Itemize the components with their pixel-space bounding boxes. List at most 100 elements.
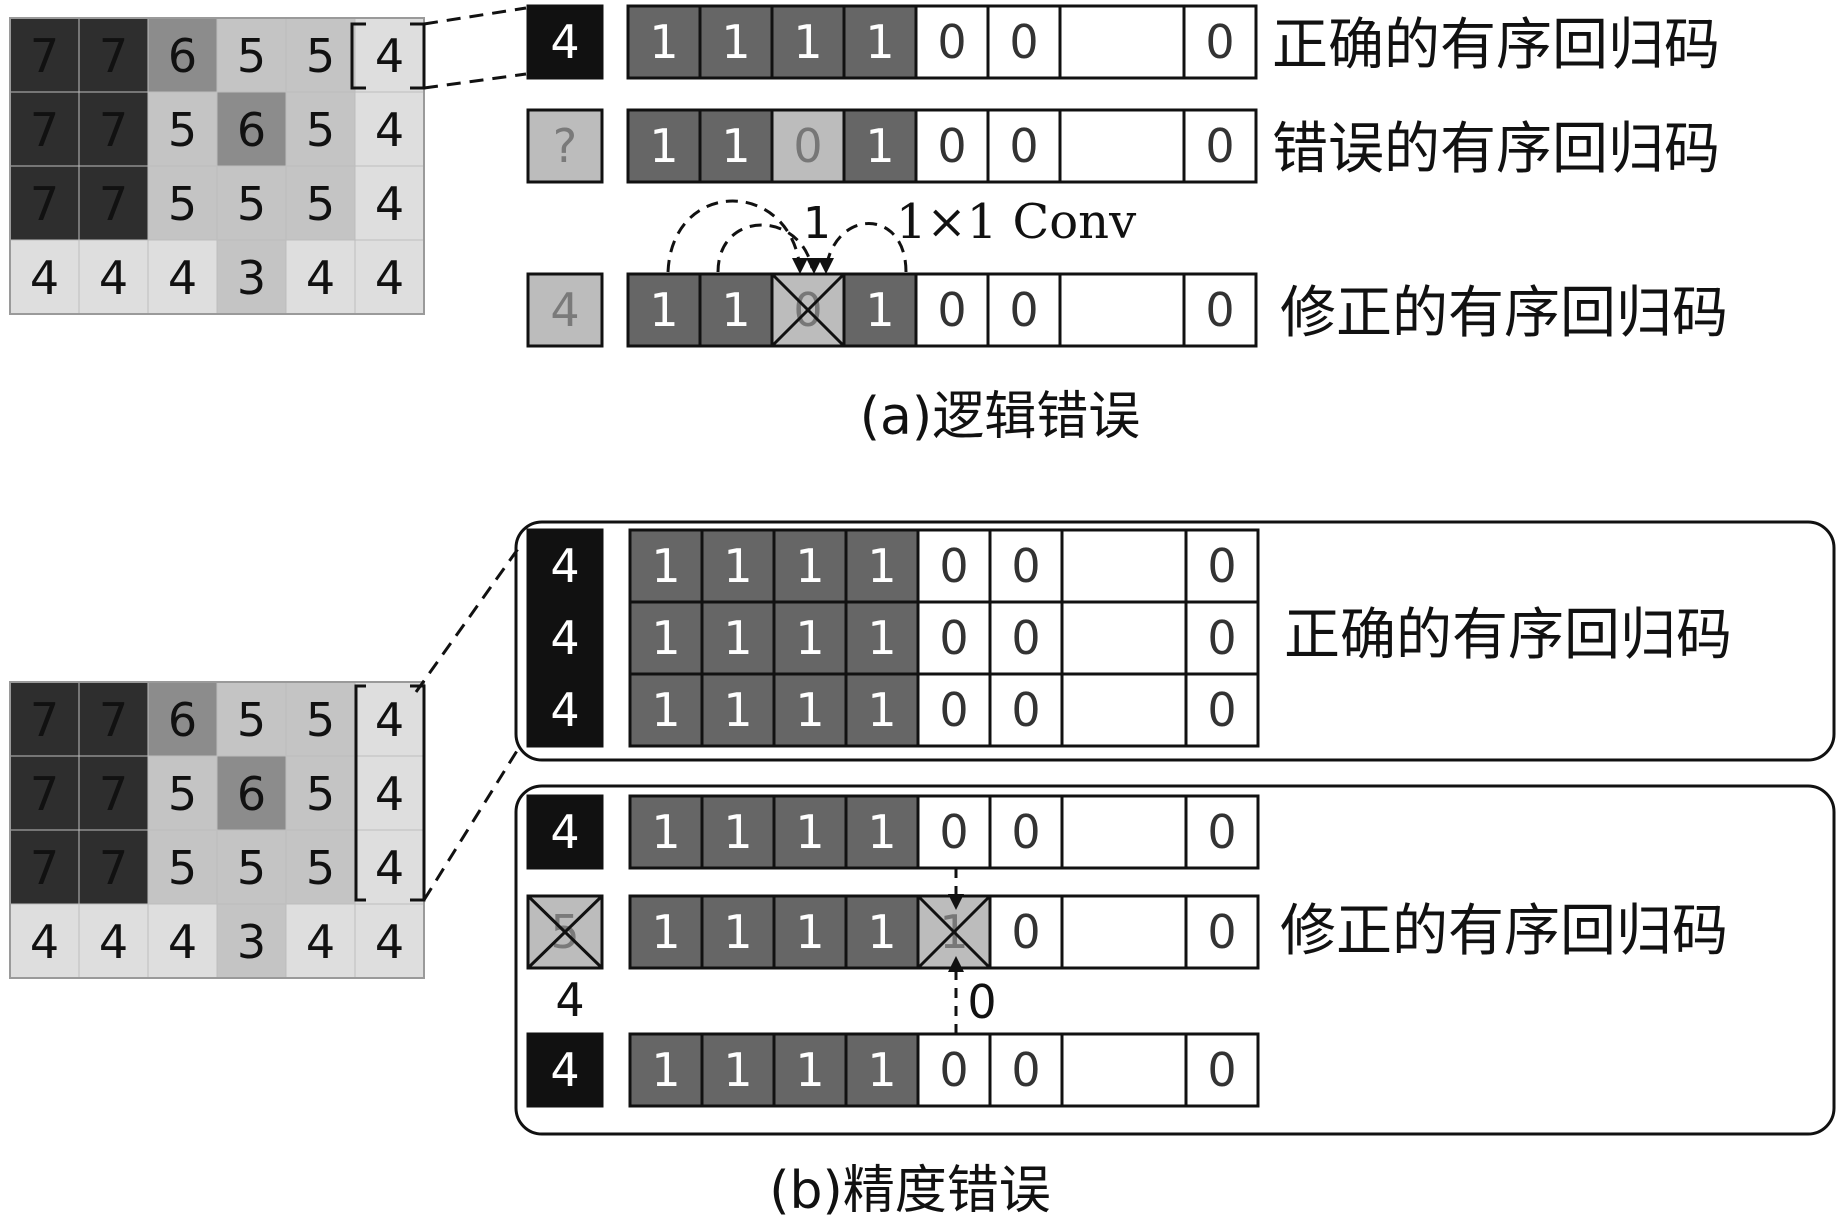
grid-cell	[354, 165, 425, 241]
code-bit-value: 1	[867, 539, 896, 593]
code-bit-value: 0	[1207, 1043, 1236, 1097]
code-bit-value: 0	[1205, 283, 1234, 337]
code-bit-value: 1	[723, 805, 752, 859]
code-bit	[986, 108, 1062, 184]
precision-arrow-zero-label: 0	[967, 975, 996, 1029]
code-bit-value: 1	[865, 119, 894, 173]
code-bit-value: 1	[793, 15, 822, 69]
code-bit-value: 0	[1205, 15, 1234, 69]
code-bit	[1182, 272, 1258, 348]
code-bit-value: 1	[723, 539, 752, 593]
code-bit-value: 0	[793, 119, 822, 173]
grid-cell-value: 4	[99, 915, 128, 969]
code-bit	[1184, 672, 1260, 748]
grid-cell-value: 7	[30, 29, 59, 83]
grid-cell-value: 5	[237, 693, 266, 747]
conv-arrows	[666, 199, 908, 273]
grid-cell-value: 4	[168, 915, 197, 969]
code-bit	[988, 528, 1064, 604]
code-bit	[988, 672, 1064, 748]
code-bit	[1058, 272, 1186, 348]
code-bit-value: 1	[649, 283, 678, 337]
code-bit-value: 1	[865, 283, 894, 337]
grid-cell	[78, 903, 149, 979]
depth-label-box	[526, 672, 604, 748]
depth-label: ?	[553, 119, 577, 173]
grid-cell-value: 3	[237, 251, 266, 305]
depth-label-box	[526, 108, 604, 184]
grid-cell-value: 7	[30, 103, 59, 157]
cross-mark	[770, 272, 846, 348]
grid-cell-value: 4	[306, 251, 335, 305]
code-bit-value: 1	[723, 905, 752, 959]
depth-label-box	[526, 528, 604, 604]
code-bit	[844, 672, 920, 748]
depth-label: 4	[550, 611, 579, 665]
grid-cell	[354, 17, 425, 93]
grid-cell	[354, 829, 425, 905]
code-bit	[1060, 794, 1188, 870]
code-bit-value: 1	[723, 683, 752, 737]
code-bit	[698, 272, 774, 348]
row-caption: 错误的有序回归码	[1272, 117, 1720, 182]
grid-cell	[285, 903, 356, 979]
code-bit	[1182, 4, 1258, 80]
grid-cell-value: 6	[168, 29, 197, 83]
code-bit-value: 1	[651, 905, 680, 959]
grid-cell-value: 5	[168, 841, 197, 895]
grid-cell-value: 5	[306, 177, 335, 231]
code-bit	[700, 600, 776, 676]
code-bit-value: 0	[937, 283, 966, 337]
zoom-line-a-top	[423, 6, 527, 26]
code-bit	[628, 1032, 704, 1108]
code-bit-value: 1	[867, 905, 896, 959]
code-bit	[916, 794, 992, 870]
code-bit	[1182, 108, 1258, 184]
code-bit-value: 0	[1011, 1043, 1040, 1097]
code-bit-value: 0	[1207, 905, 1236, 959]
depth-label-box	[526, 794, 604, 870]
code-bit	[914, 108, 990, 184]
grid-cell-value: 5	[306, 103, 335, 157]
conv-label: 1×1 Conv	[896, 194, 1136, 250]
grid-cell	[78, 829, 149, 905]
depth-label-box	[526, 1032, 604, 1108]
grid-cell-value: 7	[99, 29, 128, 83]
grid-cell-value: 4	[375, 29, 404, 83]
grid-cell-value: 4	[375, 251, 404, 305]
code-bit-value: 0	[1009, 283, 1038, 337]
code-bit-value: 0	[937, 119, 966, 173]
grid-cell-value: 5	[237, 29, 266, 83]
grid-cell-value: 4	[306, 915, 335, 969]
code-bit-value: 0	[939, 683, 968, 737]
depth-label: 4	[550, 15, 579, 69]
code-bit-value: 1	[867, 683, 896, 737]
cross-mark	[916, 894, 992, 970]
code-bit-value: 1	[651, 805, 680, 859]
grid-cell-value: 4	[168, 251, 197, 305]
grid-cell	[216, 91, 287, 167]
zoom-line-a-bottom	[423, 72, 527, 90]
code-bit-value: 0	[1205, 119, 1234, 173]
panel-a-caption: (a)逻辑错误	[860, 387, 1140, 447]
grid-cell-value: 5	[168, 177, 197, 231]
cross-mark	[526, 894, 604, 970]
code-bit	[1184, 600, 1260, 676]
code-bit	[1060, 894, 1188, 970]
code-bit	[916, 1032, 992, 1108]
code-bit-value: 1	[721, 15, 750, 69]
code-bit	[700, 672, 776, 748]
code-bit-value: 1	[867, 611, 896, 665]
zoom-line-b-top	[414, 545, 522, 693]
grid-cell-value: 7	[99, 841, 128, 895]
grid-cell-value: 5	[168, 767, 197, 821]
grid-cell	[216, 239, 287, 315]
code-bit-value: 1	[723, 1043, 752, 1097]
grid-cell	[78, 17, 149, 93]
